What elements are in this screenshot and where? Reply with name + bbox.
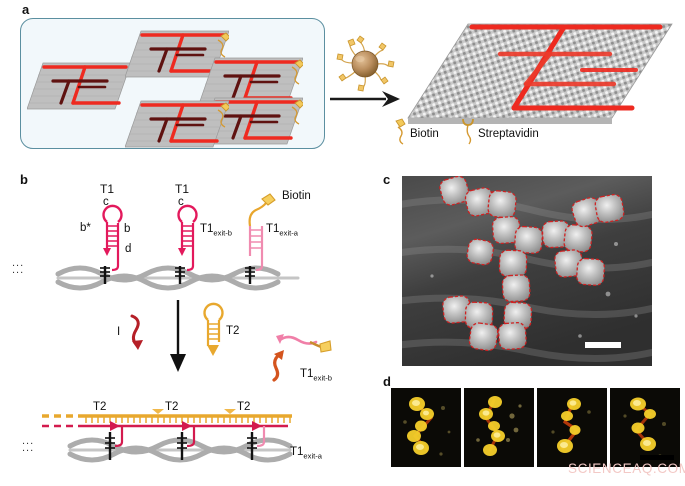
label-t2-duplex-2: T2 — [165, 401, 179, 413]
label-bstar: b* — [80, 222, 91, 234]
biotin-icon — [319, 340, 332, 353]
anchor-strand-1 — [105, 426, 124, 460]
process-arrow — [330, 88, 400, 110]
label-initiator-i: I — [117, 326, 121, 338]
hairpin-strand-2 — [175, 204, 198, 284]
label-c-2: c — [178, 196, 184, 208]
label-d: d — [125, 243, 132, 255]
label-t1-exit-a-top: T1exit-a — [266, 223, 298, 238]
fluorescence-image — [464, 388, 534, 467]
panel-a-container — [20, 18, 325, 149]
legend-label-streptavidin: Streptavidin — [478, 128, 539, 140]
panel-label-c: c — [383, 172, 391, 187]
nanoparticle-streptavidin — [334, 30, 396, 92]
biotin-icon — [217, 32, 229, 58]
afm-image-panel-c — [402, 176, 652, 366]
biotin-icon — [395, 118, 406, 145]
label-t1-1: T1 — [100, 182, 115, 196]
origami-tile — [125, 27, 229, 79]
anchor-strand-3 — [247, 426, 266, 460]
label-t1-exit-a-bottom: T1exit-a — [290, 446, 322, 461]
anchor-strand-2 — [177, 426, 196, 460]
initiator-strand — [130, 314, 143, 350]
origami-tile — [125, 97, 229, 149]
biotin-icon — [291, 99, 303, 125]
label-t1-exit-b-top: T1exit-b — [200, 223, 232, 238]
reaction-region — [130, 300, 332, 382]
label-biotin-top: Biotin — [282, 190, 311, 202]
panel-label-a: a — [22, 2, 30, 17]
label-c-1: c — [103, 196, 109, 208]
crimson-bridge-strand — [42, 421, 288, 431]
streptavidin-icon — [462, 118, 474, 145]
down-arrow-icon — [170, 300, 186, 372]
scale-bar — [640, 455, 674, 460]
biotin-icon — [291, 59, 303, 85]
t2-duplex — [42, 409, 292, 423]
scale-bar — [585, 342, 621, 348]
biotin-icon — [261, 193, 276, 206]
fluorescence-image — [391, 388, 461, 467]
biotin-icon — [217, 102, 229, 128]
panel-b-bottom-state — [42, 409, 293, 463]
label-t1-2: T1 — [175, 182, 190, 196]
hairpin-strand-1 — [100, 204, 123, 284]
label-b: b — [124, 223, 131, 235]
label-t2-duplex-1: T2 — [93, 401, 107, 413]
panel-label-d: d — [383, 374, 391, 389]
panel-a-legend: Biotin Streptavidin — [384, 118, 604, 152]
fluorescence-image — [537, 388, 607, 467]
legend-label-biotin: Biotin — [410, 128, 439, 140]
continuation-dots-bottom: ...... — [22, 435, 35, 454]
fuel-hairpin-t2 — [203, 302, 224, 356]
label-t2-duplex-3: T2 — [237, 401, 251, 413]
label-fuel-t2: T2 — [226, 325, 240, 337]
watermark: SCIENCEAQ.COM — [568, 461, 685, 476]
released-strands — [272, 334, 332, 382]
fluorescence-image — [610, 388, 680, 467]
panel-b-top-state — [55, 193, 300, 291]
origami-tile — [27, 59, 131, 111]
label-t1-exit-b-released: T1exit-b — [300, 368, 332, 383]
assembled-origami-lattice — [404, 18, 676, 130]
panel-label-b: b — [20, 172, 28, 187]
continuation-dots-top: ...... — [12, 257, 25, 276]
exit-strand-biotin — [245, 193, 276, 284]
panel-b-container: T1 c b* b d T1 c Biotin T1exit-b T1exit-… — [0, 168, 372, 481]
